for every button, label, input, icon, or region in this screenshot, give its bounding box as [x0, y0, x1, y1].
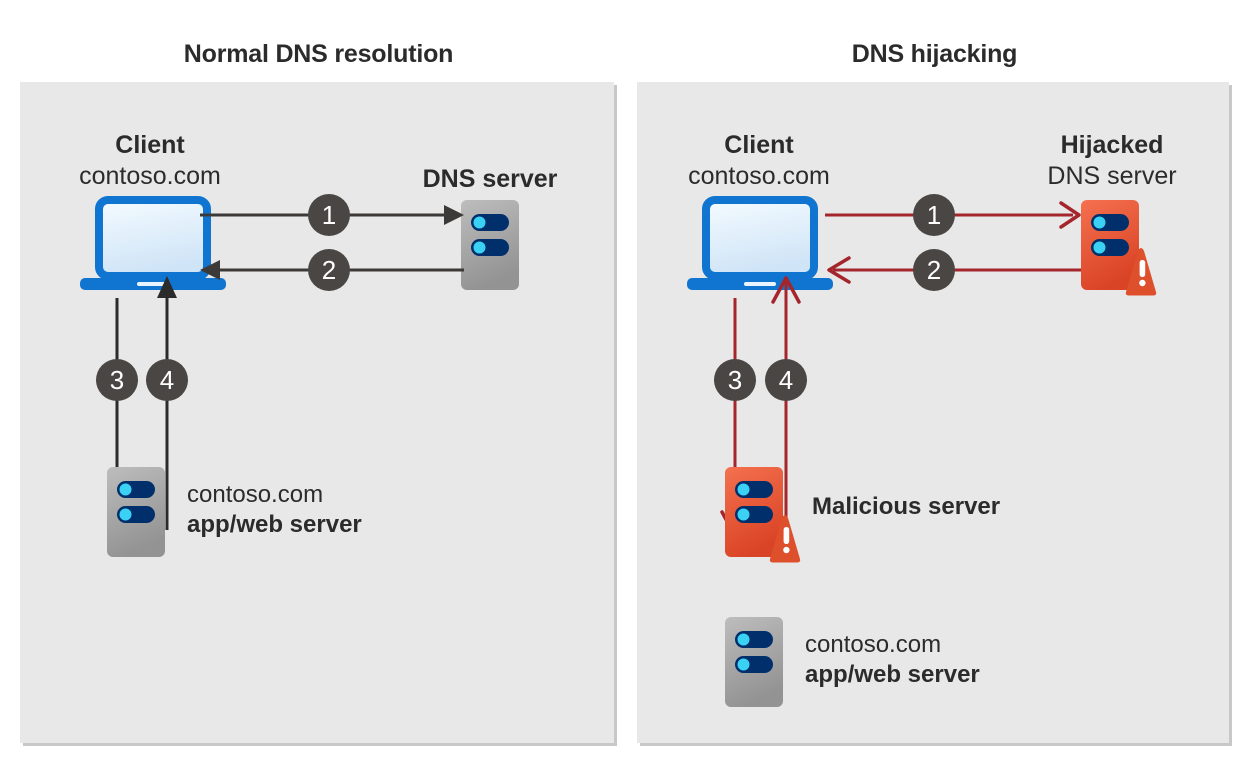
app-web-server-label-hijack: contoso.com app/web server	[805, 630, 980, 690]
hijacked-label-regular: DNS server	[1047, 161, 1177, 190]
app-web-server-role: app/web server	[187, 511, 362, 538]
client-label-bold: Client	[115, 131, 185, 159]
step-badge-2-normal: 2	[308, 249, 350, 291]
arrow-step-2-hijack	[825, 255, 1081, 285]
warning-triangle-icon	[769, 515, 801, 563]
panel-title-normal: Normal DNS resolution	[183, 40, 454, 68]
app-web-server-icon	[725, 617, 783, 707]
warning-triangle-icon	[1125, 248, 1157, 296]
step-badge-3-hijack: 3	[714, 359, 756, 401]
app-web-server-icon	[107, 467, 165, 557]
server-warning-icon	[1081, 200, 1177, 310]
arrow-step-4-normal	[152, 276, 182, 530]
step-badge-1-hijack: 1	[913, 194, 955, 236]
panel-title-hijacking: DNS hijacking	[851, 40, 1018, 68]
panel-normal-dns-resolution: Client contoso.com DNS server	[20, 82, 614, 743]
step-badge-1-normal: 1	[308, 194, 350, 236]
client-label-hijack: Client contoso.com	[688, 130, 830, 191]
app-web-server-domain: contoso.com	[187, 481, 324, 508]
step-badge-4-hijack: 4	[765, 359, 807, 401]
hijacked-dns-server-label: Hijacked DNS server	[1047, 130, 1176, 191]
client-label-bold: Client	[724, 131, 794, 159]
dns-server-label-normal: DNS server	[423, 164, 558, 195]
dns-server-label-bold: DNS server	[422, 165, 558, 193]
server-icon	[461, 200, 519, 290]
step-badge-3-normal: 3	[96, 359, 138, 401]
app-web-server-role: app/web server	[805, 661, 980, 688]
malicious-server-label: Malicious server	[812, 493, 1001, 520]
laptop-icon	[687, 196, 833, 290]
client-label-domain: contoso.com	[688, 161, 830, 190]
panel-dns-hijacking: Client contoso.com Hijacked DNS server	[637, 82, 1229, 743]
app-web-server-domain: contoso.com	[805, 631, 942, 658]
hijacked-label-bold: Hijacked	[1060, 131, 1164, 159]
app-web-server-label-normal: contoso.com app/web server	[187, 480, 362, 540]
step-badge-2-hijack: 2	[913, 249, 955, 291]
client-label-domain: contoso.com	[79, 161, 221, 190]
malicious-server-icon	[725, 467, 821, 577]
step-badge-4-normal: 4	[146, 359, 188, 401]
arrow-step-4-hijack	[769, 276, 803, 534]
laptop-icon	[80, 196, 226, 290]
client-label-normal: Client contoso.com	[79, 130, 221, 191]
